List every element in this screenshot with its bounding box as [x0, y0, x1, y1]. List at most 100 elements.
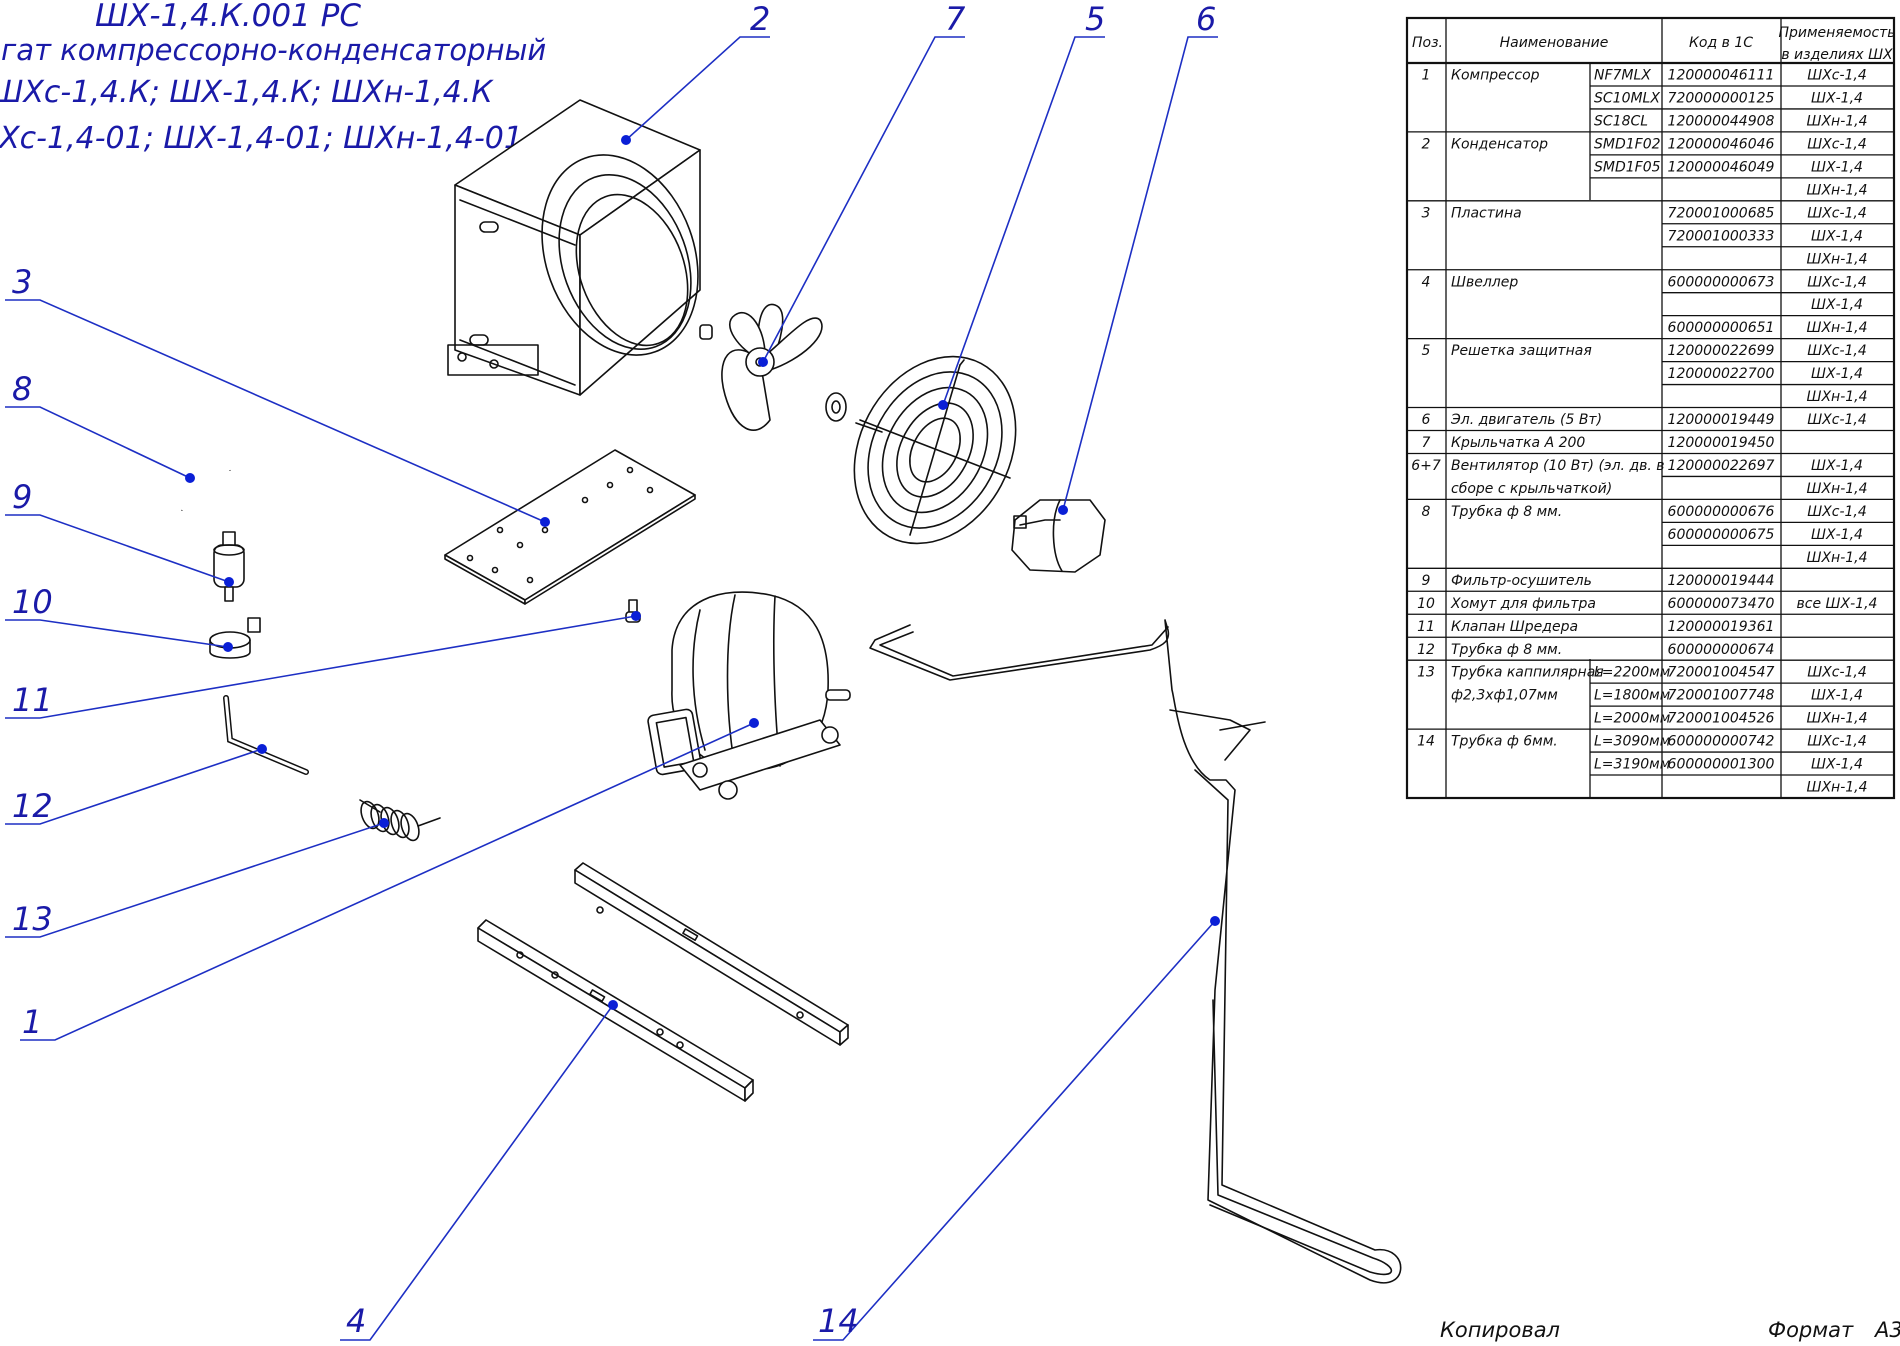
- cell-name: Крыльчатка А 200: [1451, 435, 1585, 451]
- cell-usage: ШХс-1,4: [1807, 412, 1867, 428]
- cell-usage: ШХн-1,4: [1806, 320, 1867, 336]
- drawing-title: ШХ-1,4.К.001 РС Агрегат компрессорно-кон…: [0, 0, 546, 156]
- cell-usage: ШХ-1,4: [1811, 366, 1863, 382]
- tube-8-drawing: [180, 441, 232, 511]
- cell-usage: ШХ-1,4: [1811, 688, 1863, 704]
- cell-name: Хомут для фильтра: [1450, 596, 1596, 612]
- cell-pos: 11: [1417, 619, 1435, 635]
- cell-code: 720000000125: [1668, 91, 1775, 107]
- cell-variant: SMD1F05: [1594, 159, 1661, 175]
- cell-variant: L=3190мм: [1594, 757, 1671, 773]
- table-grid-lines: [1407, 85, 1894, 776]
- callout-12: 12: [12, 787, 53, 825]
- cell-code: 120000019450: [1668, 435, 1775, 451]
- cell-code: 120000022697: [1668, 458, 1775, 474]
- capillary-coil-drawing: [359, 799, 441, 842]
- cell-name: сборе с крыльчаткой): [1451, 481, 1612, 497]
- parts-table: Поз. Наименование Код в 1С Применяемость…: [1405, 16, 1896, 800]
- cell-variant: NF7MLX: [1594, 68, 1651, 84]
- cell-usage: ШХн-1,4: [1806, 389, 1867, 405]
- cell-pos: 6: [1422, 412, 1431, 428]
- cell-variant: SMD1F02: [1594, 136, 1661, 152]
- mounting-plate-drawing: [444, 449, 696, 605]
- cell-code: 120000044908: [1668, 113, 1775, 129]
- cell-variant: SC18CL: [1594, 113, 1648, 129]
- title-line-3: ШХс-1,4.К; ШХ-1,4.К; ШХн-1,4.К: [0, 75, 494, 110]
- cell-name: Вентилятор (10 Вт) (эл. дв. в: [1451, 458, 1665, 474]
- title-line-1: ШХ-1,4.К.001 РС: [95, 0, 361, 34]
- cell-code: 120000022699: [1668, 343, 1775, 359]
- cell-usage: ШХн-1,4: [1806, 251, 1867, 267]
- title-line-2: Агрегат компрессорно-конденсаторный: [0, 33, 546, 67]
- filter-clamp-drawing: [209, 617, 261, 659]
- th-name: Наименование: [1500, 35, 1609, 51]
- cell-usage: все ШХ-1,4: [1797, 596, 1878, 612]
- cell-usage: ШХс-1,4: [1807, 665, 1867, 681]
- cell-usage: ШХн-1,4: [1806, 113, 1867, 129]
- cell-code: 600000001300: [1668, 757, 1775, 773]
- cell-usage: ШХс-1,4: [1807, 68, 1867, 84]
- cell-usage: ШХс-1,4: [1807, 274, 1867, 290]
- cell-code: 600000000673: [1668, 274, 1775, 290]
- cell-usage: ШХс-1,4: [1807, 504, 1867, 520]
- th-code: Код в 1С: [1689, 35, 1753, 51]
- cell-code: 120000019444: [1668, 573, 1775, 589]
- cell-usage: ШХс-1,4: [1807, 734, 1867, 750]
- cell-usage: ШХ-1,4: [1811, 458, 1863, 474]
- cell-name: Клапан Шредера: [1451, 619, 1578, 635]
- cell-code: 120000046046: [1668, 136, 1775, 152]
- callout-6: 6: [1196, 0, 1216, 38]
- cell-usage: ШХн-1,4: [1806, 550, 1867, 566]
- cell-name: Пластина: [1451, 205, 1522, 221]
- cell-usage: ШХс-1,4: [1807, 343, 1867, 359]
- cell-name: Трубка ф 6мм.: [1451, 734, 1558, 750]
- cell-code: 600000073470: [1668, 596, 1775, 612]
- cell-code: 720001000685: [1668, 205, 1775, 221]
- fan-impeller-drawing: [699, 303, 847, 431]
- cell-usage: ШХ-1,4: [1811, 297, 1863, 313]
- cell-variant: L=1800мм: [1594, 688, 1671, 704]
- cell-usage: ШХн-1,4: [1806, 182, 1867, 198]
- cell-name: Конденсатор: [1451, 136, 1548, 152]
- cell-code: 600000000742: [1668, 734, 1775, 750]
- cell-usage: ШХн-1,4: [1806, 481, 1867, 497]
- callout-4: 4: [346, 1302, 366, 1340]
- cell-usage: ШХн-1,4: [1806, 711, 1867, 727]
- th-usage-2: в изделиях ШХ: [1781, 47, 1893, 63]
- callout-13: 13: [12, 900, 53, 938]
- cell-code: 720001007748: [1668, 688, 1775, 704]
- cell-name: Трубка ф 8 мм.: [1451, 504, 1562, 520]
- format-value: А3: [1873, 1318, 1900, 1342]
- cell-usage: ШХ-1,4: [1811, 757, 1863, 773]
- cell-usage: ШХс-1,4: [1807, 136, 1867, 152]
- cell-code: 600000000676: [1668, 504, 1775, 520]
- tube-12-drawing: [223, 695, 309, 775]
- cell-variant: L=2200мм: [1594, 665, 1671, 681]
- callout-10: 10: [12, 583, 53, 621]
- tube-6-drawing: [869, 619, 1402, 1284]
- format-label: Формат: [1768, 1318, 1854, 1342]
- cell-code: 720001004526: [1668, 711, 1775, 727]
- fan-motor-drawing: [1011, 499, 1106, 573]
- cell-pos: 4: [1422, 274, 1431, 290]
- cell-name: Эл. двигатель (5 Вт): [1450, 412, 1602, 428]
- callout-8: 8: [12, 370, 32, 408]
- cell-code: 120000046111: [1668, 68, 1775, 84]
- callout-5: 5: [1085, 0, 1105, 38]
- cell-name: Трубка каппилярная: [1451, 665, 1604, 681]
- cell-usage: ШХ-1,4: [1811, 228, 1863, 244]
- cell-code: 600000000675: [1668, 527, 1775, 543]
- cell-pos: 6+7: [1411, 458, 1441, 474]
- callout-1: 1: [22, 1003, 42, 1041]
- callout-leaders: 1 2 3 4 5 6 7 8 9 10: [5, 0, 1220, 1341]
- cell-usage: ШХс-1,4: [1807, 205, 1867, 221]
- cell-pos: 5: [1422, 343, 1431, 359]
- cell-code: 600000000651: [1668, 320, 1775, 336]
- grille-drawing: [853, 355, 1017, 545]
- cell-code: 720001000333: [1668, 228, 1775, 244]
- cell-name: Решетка защитная: [1451, 343, 1592, 359]
- cell-pos: 1: [1422, 68, 1431, 84]
- callout-14: 14: [818, 1302, 859, 1340]
- th-pos: Поз.: [1412, 35, 1443, 51]
